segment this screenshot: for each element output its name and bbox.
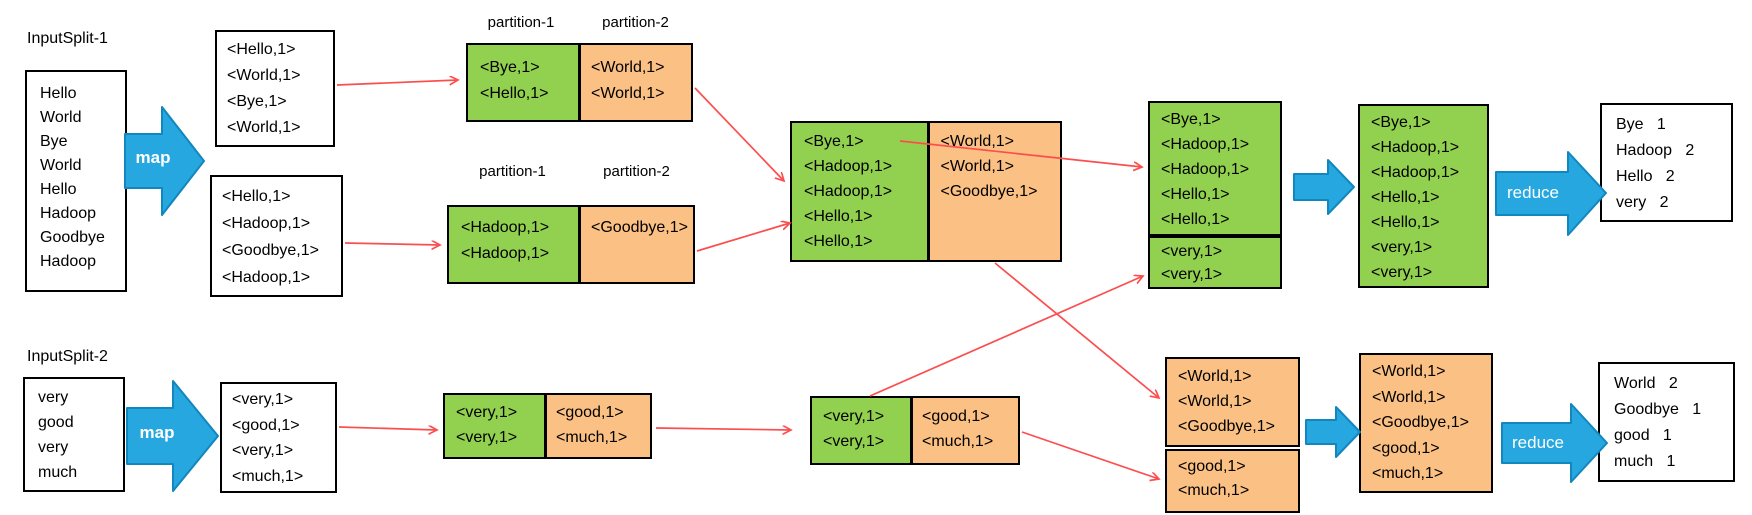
mapper2-sorted-partition2-cell: <good,1> <much,1> <box>910 398 1018 463</box>
reducer2-output-lines: World 2 Goodbye 1 good 1 much 1 <box>1614 375 1702 470</box>
map2-output-box: <very,1> <good,1> <very,1> <much,1> <box>220 382 337 493</box>
inputsplit1-label: InputSplit-1 <box>27 30 108 47</box>
spill-b-partition2-label: partition-2 <box>603 163 670 180</box>
mapper2-sorted-partition2-pairs: <good,1> <much,1> <box>922 408 994 450</box>
spill-box-a: <Bye,1> <Hello,1> <World,1> <World,1> <box>466 43 693 122</box>
merge-arrow-reducer1 <box>1293 159 1355 215</box>
map1-arrow-label: map <box>135 148 171 167</box>
inputsplit1-box: Hello World Bye World Hello Hadoop Goodb… <box>25 70 127 292</box>
reducer1-output-lines: Bye 1 Hadoop 2 Hello 2 very 2 <box>1616 116 1695 211</box>
reduce1-arrow-label: reduce <box>1507 183 1559 202</box>
inputsplit2-label: InputSplit-2 <box>27 348 108 365</box>
merge-arrow-reducer2 <box>1305 406 1361 458</box>
mapper2-spill-partition1-cell: <very,1> <very,1> <box>445 395 544 457</box>
spill-a-partition1-label: partition-1 <box>487 14 555 31</box>
connector-spillB-to-merge <box>696 223 790 252</box>
connector-merge-p2-to-reducer2 <box>994 262 1159 398</box>
reducer1-output-box: Bye 1 Hadoop 2 Hello 2 very 2 <box>1600 103 1733 222</box>
reducer1-merged-box: <Bye,1> <Hadoop,1> <Hadoop,1> <Hello,1> … <box>1358 104 1489 288</box>
mapper2-spill-partition2-pairs: <good,1> <much,1> <box>556 404 628 446</box>
map1-output-box-a: <Hello,1> <World,1> <Bye,1> <World,1> <box>215 30 335 147</box>
connector-spillA-to-merge <box>694 87 784 181</box>
spill-b-partition2-pairs: <Goodbye,1> <box>591 219 688 236</box>
spill-box-b: <Hadoop,1> <Hadoop,1> <Goodbye,1> <box>447 205 695 284</box>
reduce2-arrow-label: reduce <box>1512 433 1564 452</box>
spill-a-partition1-cell: <Bye,1> <Hello,1> <box>468 45 578 120</box>
inputsplit1-words: Hello World Bye World Hello Hadoop Goodb… <box>40 85 105 270</box>
mapper1-merge-partition1-cell: <Bye,1> <Hadoop,1> <Hadoop,1> <Hello,1> … <box>792 123 928 260</box>
reducer2-fetch-mapper2-pairs: <good,1> <much,1> <box>1178 458 1250 499</box>
spill-b-partition2-cell: <Goodbye,1> <box>578 207 693 282</box>
reducer2-merged-box: <World,1> <World,1> <Goodbye,1> <good,1>… <box>1359 353 1493 493</box>
spill-a-partition1-pairs: <Bye,1> <Hello,1> <box>480 59 549 102</box>
map1-output-box-b: <Hello,1> <Hadoop,1> <Goodbye,1> <Hadoop… <box>210 175 343 297</box>
mapper1-merge-box: <Bye,1> <Hadoop,1> <Hadoop,1> <Hello,1> … <box>790 121 1062 262</box>
reducer1-merged-pairs: <Bye,1> <Hadoop,1> <Hadoop,1> <Hello,1> … <box>1371 114 1460 281</box>
connector-spillC-to-sortedC <box>655 428 791 430</box>
inputsplit2-words: very good very much <box>38 389 78 481</box>
map2-output-pairs: <very,1> <good,1> <very,1> <much,1> <box>232 391 304 485</box>
connector-kvA-to-spillA <box>336 80 458 86</box>
mapper1-merge-partition2-cell: <World,1> <World,1> <Goodbye,1> <box>927 123 1060 260</box>
spill-a-partition2-cell: <World,1> <World,1> <box>578 45 691 120</box>
reducer1-fetch-mapper1-pairs: <Bye,1> <Hadoop,1> <Hadoop,1> <Hello,1> … <box>1161 111 1250 228</box>
connector-kvC-to-spillC <box>338 427 437 430</box>
spill-a-partition2-label: partition-2 <box>602 14 669 31</box>
mapper2-sorted-partition1-pairs: <very,1> <very,1> <box>823 408 885 450</box>
mapper1-merge-partition2-pairs: <World,1> <World,1> <Goodbye,1> <box>940 133 1038 200</box>
reducer1-fetch-box-mapper2: <very,1> <very,1> <box>1148 236 1282 289</box>
map2-arrow-label: map <box>139 423 175 442</box>
mapper2-spill-partition1-pairs: <very,1> <very,1> <box>456 404 518 446</box>
reducer1-fetch-box-mapper1: <Bye,1> <Hadoop,1> <Hadoop,1> <Hello,1> … <box>1148 101 1282 236</box>
reducer2-merged-pairs: <World,1> <World,1> <Goodbye,1> <good,1>… <box>1372 363 1469 482</box>
spill-b-partition1-label: partition-1 <box>479 163 546 180</box>
connector-sortedC-p2-to-reducer2 <box>1021 431 1159 479</box>
reducer1-fetch-mapper2-pairs: <very,1> <very,1> <box>1161 243 1223 283</box>
mapper1-merge-partition1-pairs: <Bye,1> <Hadoop,1> <Hadoop,1> <Hello,1> … <box>804 133 893 250</box>
spill-b-partition1-cell: <Hadoop,1> <Hadoop,1> <box>449 207 578 282</box>
map1-output-a-pairs: <Hello,1> <World,1> <Bye,1> <World,1> <box>227 41 301 136</box>
connector-sortedC-p1-to-reducer1 <box>869 276 1143 397</box>
reducer2-fetch-box-mapper2: <good,1> <much,1> <box>1165 449 1300 513</box>
spill-a-partition2-pairs: <World,1> <World,1> <box>591 59 665 102</box>
reducer2-fetch-mapper1-pairs: <World,1> <World,1> <Goodbye,1> <box>1178 368 1275 435</box>
inputsplit2-box: very good very much <box>23 377 125 492</box>
reducer2-output-box: World 2 Goodbye 1 good 1 much 1 <box>1598 362 1735 482</box>
map1-output-b-pairs: <Hello,1> <Hadoop,1> <Goodbye,1> <Hadoop… <box>222 188 319 286</box>
reducer2-fetch-box-mapper1: <World,1> <World,1> <Goodbye,1> <box>1165 357 1300 447</box>
mapper2-spill-box: <very,1> <very,1> <good,1> <much,1> <box>443 393 652 459</box>
mapper2-sorted-box: <very,1> <very,1> <good,1> <much,1> <box>810 396 1020 465</box>
mapper2-sorted-partition1-cell: <very,1> <very,1> <box>812 398 910 463</box>
connector-kvB-to-spillB <box>344 243 440 245</box>
mapper2-spill-partition2-cell: <good,1> <much,1> <box>544 395 650 457</box>
spill-b-partition1-pairs: <Hadoop,1> <Hadoop,1> <box>461 219 550 262</box>
